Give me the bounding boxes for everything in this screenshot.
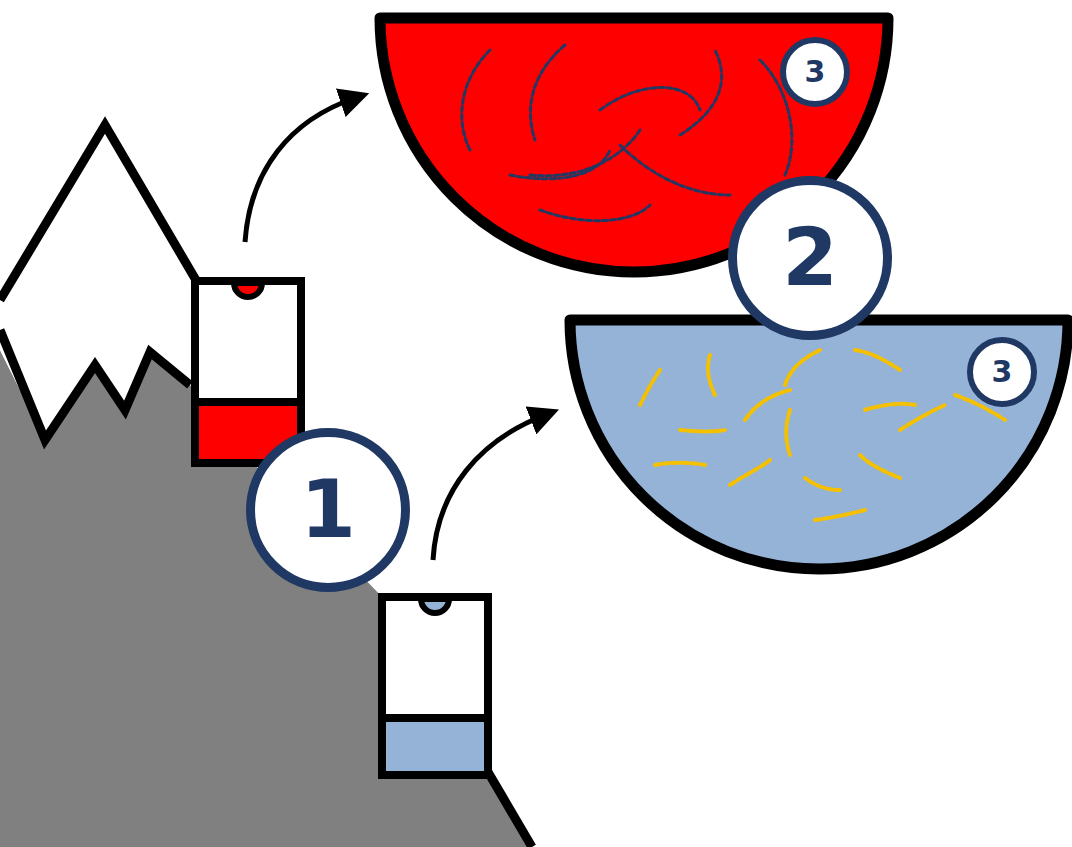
transfer-arrow bbox=[245, 98, 355, 242]
callout-number: 1 bbox=[300, 470, 356, 550]
callout-circle: 1 bbox=[246, 428, 410, 592]
culture-dish bbox=[570, 320, 1068, 569]
callout-circle: 2 bbox=[728, 176, 892, 340]
microbe-strands bbox=[640, 350, 1005, 520]
mountain-outline bbox=[488, 772, 532, 847]
callout-circle: 3 bbox=[967, 337, 1037, 407]
sample-tube bbox=[195, 281, 301, 463]
callout-number: 3 bbox=[805, 57, 826, 87]
transfer-arrow bbox=[433, 415, 545, 560]
callout-number: 2 bbox=[782, 218, 838, 298]
snow-edge bbox=[0, 330, 190, 440]
mountain-snow bbox=[0, 125, 196, 440]
sample-tube bbox=[382, 597, 488, 775]
microbe-strands bbox=[462, 45, 792, 221]
callout-circle: 3 bbox=[780, 37, 850, 107]
mountain-rock bbox=[0, 350, 532, 847]
mountain-outline bbox=[0, 125, 200, 300]
callout-number: 3 bbox=[992, 357, 1013, 387]
